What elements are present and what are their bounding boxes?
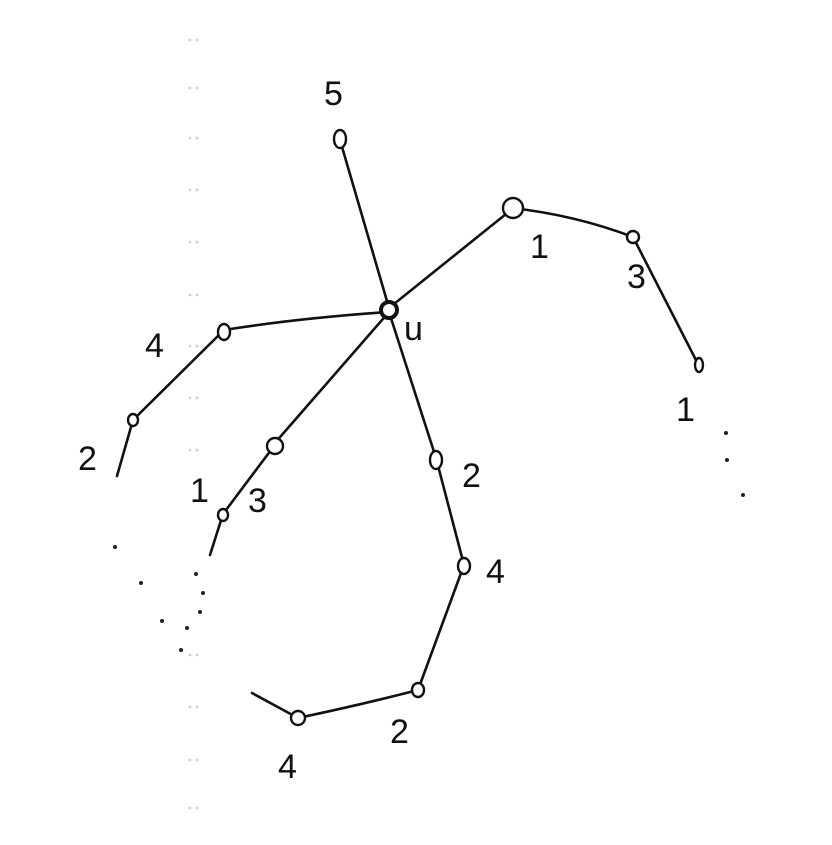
node-3-left [265,436,285,456]
dots-left-8 [185,626,189,630]
edge-2-tail-left [115,418,135,478]
label-2-bottom: 2 [390,713,409,751]
edge-2-4-down [434,456,466,567]
label-3-top: 3 [627,258,646,296]
dots-left-6 [201,591,205,595]
label-4-down: 4 [486,553,505,591]
dots-right-2 [725,458,729,462]
edge-u-2-down [387,310,438,460]
node-4-bottom [289,709,307,727]
node-2-down [428,449,444,471]
label-2-left: 2 [78,440,97,478]
edge-3-1-right [631,235,700,366]
node-2-left [126,412,140,428]
dots-right-3 [741,493,745,497]
node-4-down [456,556,472,576]
node-5 [332,128,348,150]
edge-u-1 [387,212,508,310]
label-1-right: 1 [676,391,695,429]
edge-u-4-left [222,310,391,332]
edge-u-5 [338,138,391,310]
label-u: u [404,310,423,348]
label-1-left: 1 [190,472,209,510]
label-1-top: 1 [530,228,549,266]
dots-left-5 [194,572,198,576]
labels: 5 1 3 1 u 4 2 3 1 2 4 2 4 [78,75,695,786]
dots-left-4 [179,648,183,652]
dots-right-1 [724,431,728,435]
label-4-bottom: 4 [278,748,297,786]
dots-left-1 [113,545,117,549]
edges [115,138,700,720]
edge-4-2-bottom [416,563,466,692]
edge-4-2-left [131,328,226,422]
label-5: 5 [324,75,343,113]
nodes [126,128,705,727]
edge-u-3-left [272,310,391,446]
continuation-dots [113,431,745,652]
dots-left-2 [139,581,143,585]
edge-4-tail-bottom [250,691,300,720]
node-1-left [216,507,230,523]
label-4-left: 4 [145,327,164,365]
node-1-top [501,196,525,220]
node-3-top [625,229,641,245]
node-u [379,300,399,320]
dots-left-7 [198,610,202,614]
edge-2-4-bottom [296,688,420,720]
edge-1-3 [510,206,635,239]
label-2-down: 2 [462,457,481,495]
node-1-right [693,356,705,374]
notebook-margin-dots [188,38,199,810]
node-2-bottom [410,681,426,699]
label-3-left: 3 [248,482,267,520]
dots-left-3 [160,619,164,623]
edge-3-1-left [221,444,276,516]
node-4-left [216,322,232,342]
